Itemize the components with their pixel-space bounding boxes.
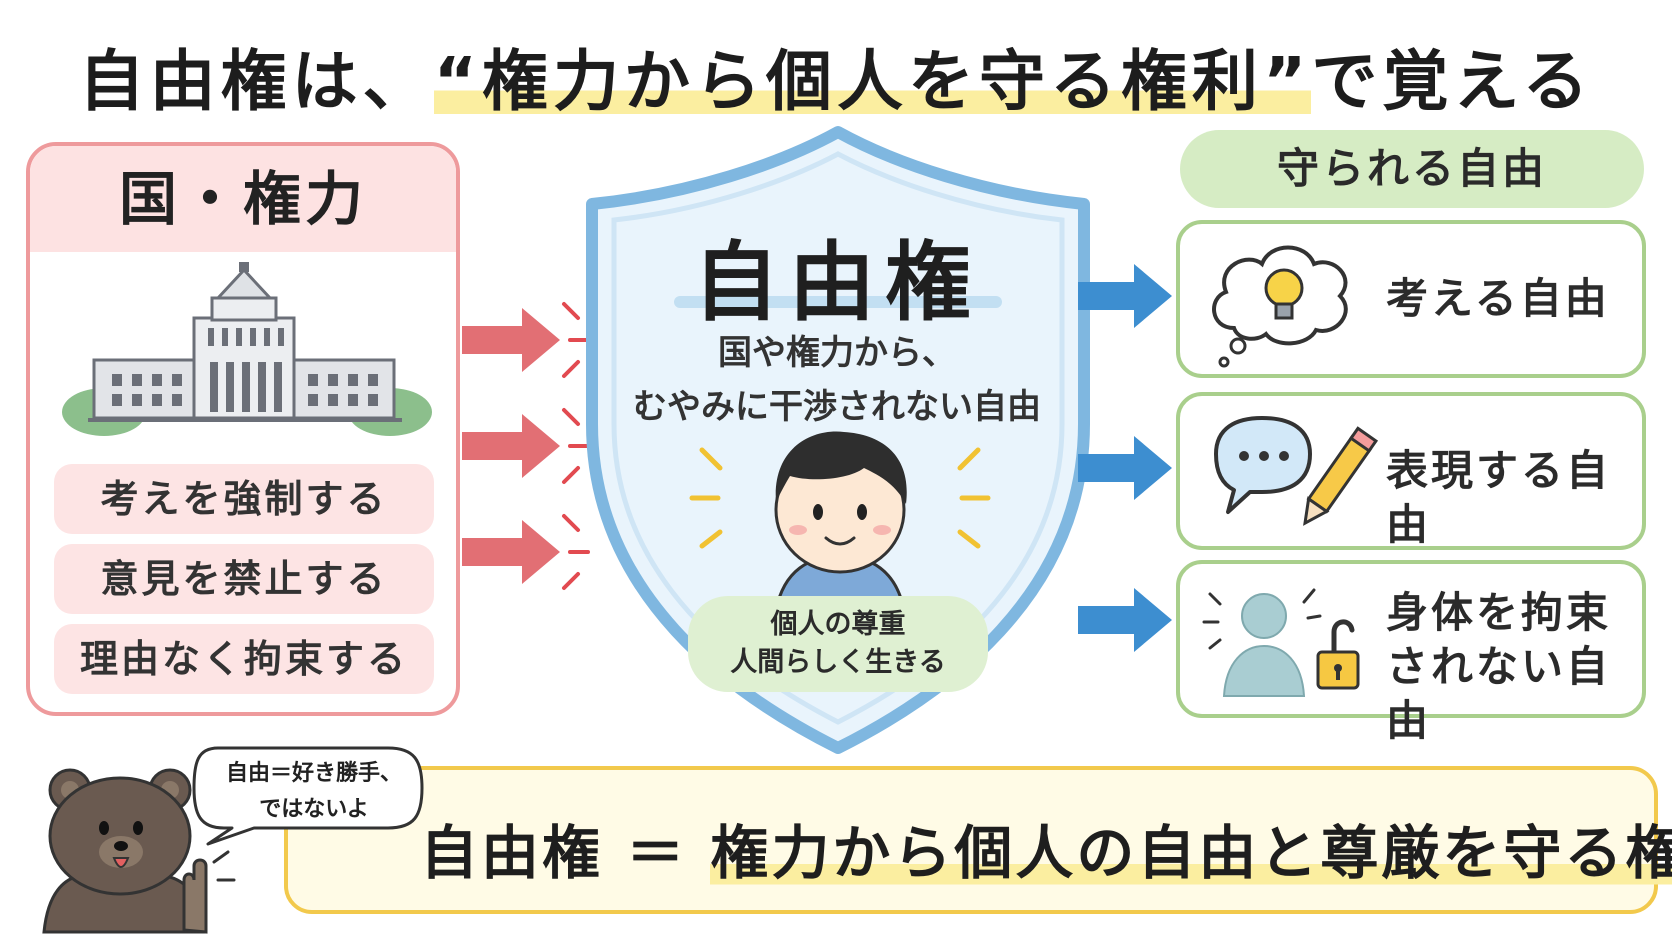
blue-arrows [1078,264,1172,652]
red-arrows [462,302,590,590]
freedom-from-detention-label: 身体を拘束 されない自由 [1386,588,1612,745]
dignity-badge: 個人の尊重 人間らしく生きる [688,596,988,692]
action-ban-opinion: 意見を禁止する [54,544,434,614]
title-post: で覚える [1311,43,1594,120]
person-unlock-icon [1202,588,1360,697]
freedom-of-thought-card: 考える自由 [1176,220,1646,378]
impact-mark [562,360,580,378]
impact-mark [562,408,580,426]
freedom-of-thought-label: 考える自由 [1386,274,1610,323]
summary-text: 自由権 ＝ 権力から個人の自由と尊厳を守る権利 [420,806,1672,890]
shield-desc-line2: むやみに干渉されない自由 [633,387,1041,427]
red-arrow-middle [462,414,560,478]
impact-mark [562,302,580,320]
freedom-of-expression-card: 表現する自由 [1176,392,1646,550]
blue-arrow-top [1078,264,1172,328]
speech-bubble-text: 自由＝好き勝手、 ではないよ [225,761,402,822]
page-title: 自由権は、“権力から個人を守る権利”で覚える [0,28,1672,124]
shield-description: 国や権力から、 むやみに干渉されない自由 [600,326,1074,434]
impact-mark [562,514,580,532]
blue-arrow-bottom [1078,588,1172,652]
summary-pre: 自由権 ＝ [420,819,711,887]
dignity-line2: 人間らしく生きる [730,647,946,678]
state-power-panel: 国・権力 考えを強制する 意見を禁止する 理由なく拘束する [26,142,460,716]
thought-bubble-lightbulb-icon [1212,245,1348,368]
dignity-line1: 個人の尊重 [770,609,906,640]
impact-mark [562,572,580,590]
bear-mascot-icon [42,768,236,934]
speech-bubble-icon [192,746,424,846]
blue-arrow-middle [1078,436,1172,500]
speech-bubble-pencil-icon [1214,416,1379,526]
state-power-heading: 国・権力 [30,146,456,252]
child-face-icon [689,431,991,612]
impact-mark [562,466,580,484]
freedom-of-expression-label: 表現する自由 [1386,446,1612,549]
title-highlight: “権力から個人を守る権利” [433,43,1312,120]
shield-title-underline [674,296,1002,308]
red-arrow-top [462,308,560,372]
red-arrow-bottom [462,520,560,584]
action-force-thought: 考えを強制する [54,464,434,534]
protected-freedoms-heading: 守られる自由 [1180,130,1644,208]
title-pre: 自由権は、 [78,43,434,120]
shield-desc-line1: 国や権力から、 [718,333,956,373]
parliament-building-icon [62,262,432,436]
freedom-from-detention-card: 身体を拘束 されない自由 [1176,560,1646,745]
action-detain-without-reason: 理由なく拘束する [54,624,434,694]
summary-highlight: 権力から個人の自由と尊厳を守る権利 [710,819,1672,887]
shield-title: 自由権 [693,233,981,333]
